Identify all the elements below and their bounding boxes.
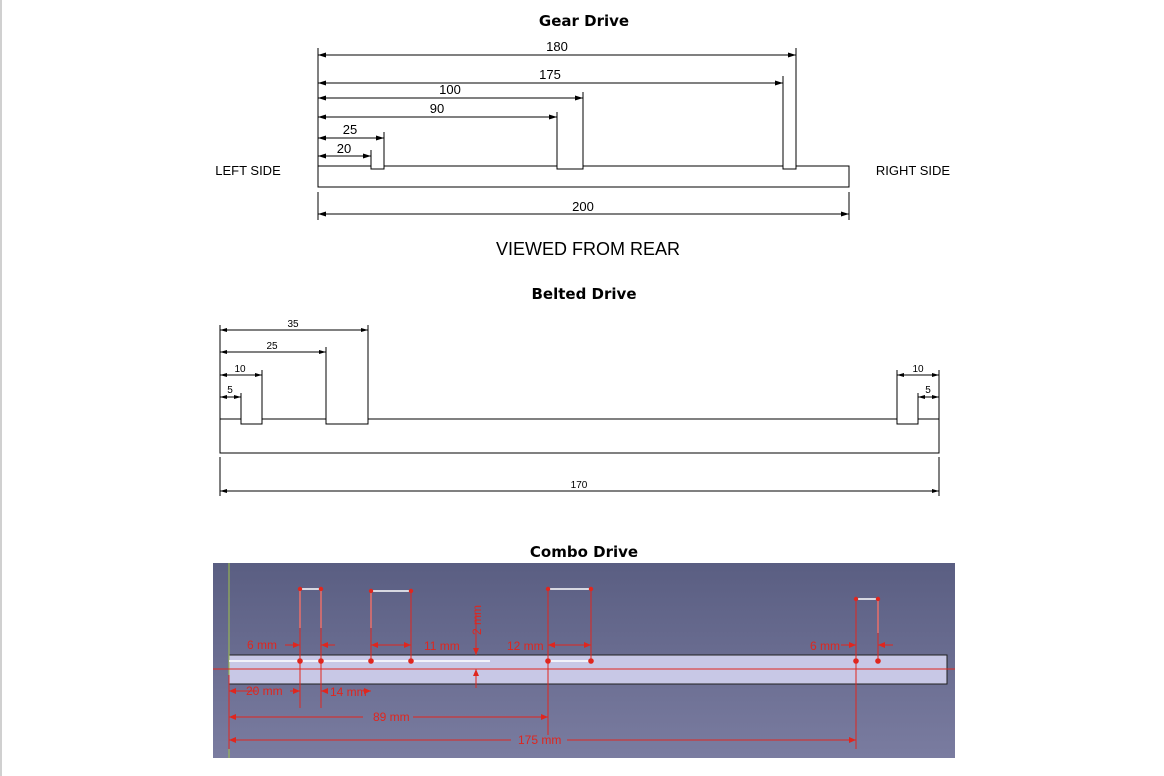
combo-dim-6mm-left: 6 mm: [247, 638, 277, 652]
belted-drive-title: Belted Drive: [531, 285, 637, 303]
gear-dim-180: 180: [546, 39, 568, 54]
combo-drive-title: Combo Drive: [529, 543, 639, 561]
belted-dim-10-left: 10: [234, 364, 246, 375]
gear-right-side-label: RIGHT SIDE: [876, 163, 950, 178]
page-border: [0, 0, 2, 776]
gear-dim-100: 100: [439, 82, 461, 97]
gear-caption: VIEWED FROM REAR: [496, 239, 680, 259]
combo-dim-12mm: 12 mm: [507, 639, 544, 653]
combo-dim-14mm: 14 mm: [330, 685, 367, 699]
belted-dim-5-left: 5: [227, 385, 233, 396]
gear-left-side-label: LEFT SIDE: [215, 163, 281, 178]
gear-drive-title: Gear Drive: [538, 12, 630, 30]
belted-drive-drawing: 35 25 10 5 10 5 170: [219, 319, 940, 496]
gear-bar: [317, 165, 850, 188]
gear-dim-90: 90: [430, 101, 444, 116]
combo-drive-screenshot: 6 mm 11 mm 12 mm 6 mm 20 mm 14 mm 89 mm …: [213, 563, 955, 758]
combo-dim-2mm: 2 mm: [470, 605, 484, 635]
belted-dim-25: 25: [266, 341, 278, 352]
combo-dim-20mm: 20 mm: [246, 684, 283, 698]
belted-dim-35: 35: [287, 319, 299, 330]
gear-drive-drawing: 180 175 100 90 25 20 200 LEFT SIDE RIGHT…: [215, 39, 950, 259]
gear-dim-25: 25: [343, 122, 357, 137]
gear-dim-175: 175: [539, 67, 561, 82]
gear-dim-200: 200: [572, 199, 594, 214]
belted-dim-5-right: 5: [925, 385, 931, 396]
combo-dim-89mm: 89 mm: [373, 710, 410, 724]
belted-bar: [219, 418, 940, 454]
gear-dim-20: 20: [337, 141, 351, 156]
belted-dim-10-right: 10: [912, 364, 924, 375]
combo-dim-11mm: 11 mm: [424, 639, 460, 653]
belted-dim-170: 170: [571, 480, 588, 491]
combo-dim-175mm: 175 mm: [518, 733, 561, 747]
combo-dim-6mm-right: 6 mm: [810, 639, 840, 653]
